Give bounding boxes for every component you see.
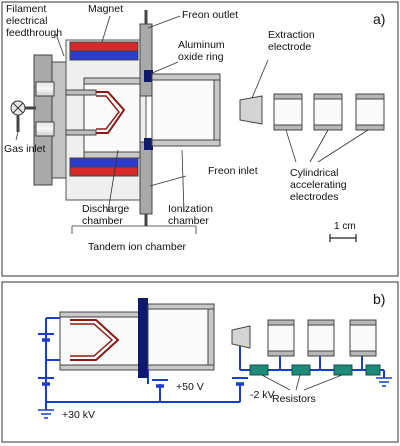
ionization-exit-wall: [213, 79, 221, 141]
ionization-chamber: [151, 73, 221, 147]
gas-valve-cross-b: [12, 102, 24, 114]
discharge-wall-top: [83, 77, 141, 85]
label-gas-inlet: Gas inlet: [4, 143, 46, 155]
panel-b-frame: [1, 281, 399, 443]
label-extraction-line-1: Extraction: [268, 29, 315, 41]
label-ionization-line-1: Ionization: [168, 203, 213, 215]
filament-rod-lower: [65, 129, 97, 136]
label-discharge-line-2: chamber: [82, 215, 123, 227]
feedthrough-lower: [35, 121, 55, 137]
b-discharge-wall-bottom: [59, 364, 143, 371]
resistor-1: [249, 364, 269, 376]
b-cylindrical-electrode-3: [349, 319, 377, 357]
b-ionization-wall-bottom: [147, 364, 215, 371]
front-flange-bottom: [139, 141, 153, 215]
b-cylindrical-electrode-1: [267, 319, 295, 357]
label-magnet: Magnet: [88, 3, 123, 15]
cylindrical-electrode-2: [313, 93, 343, 131]
panel-a-tag: a): [373, 11, 385, 27]
b-discharge-wall-top: [59, 311, 143, 318]
panel-b-tag: b): [373, 291, 385, 307]
magnet-bottom-red: [69, 166, 139, 177]
battery-2kv: [232, 377, 248, 386]
label-30kv: +30 kV: [62, 409, 95, 421]
aluminum-oxide-ring-top: [144, 70, 153, 82]
label-cylindrical-line-1: Cylindrical: [290, 167, 338, 179]
b-ionization-wall-top: [147, 303, 215, 310]
label-cylindrical-line-2: accelerating: [290, 179, 347, 191]
label-resistors: Resistors: [272, 393, 316, 405]
label-freon-inlet: Freon inlet: [208, 165, 258, 177]
ground-right-icon: [376, 377, 392, 387]
filament-rod-upper: [65, 89, 97, 96]
resistor-2: [291, 364, 311, 376]
battery-30kv-upper: [38, 333, 54, 342]
battery-50v: [152, 379, 168, 388]
magnet-top-red: [69, 41, 139, 52]
filament-wire: [96, 91, 126, 134]
label-freon-outlet: Freon outlet: [182, 9, 238, 21]
label-filament-line-3: feedthrough: [6, 27, 62, 39]
feedthrough-upper: [35, 81, 55, 97]
discharge-wall-bottom: [83, 151, 141, 159]
aluminum-oxide-ring-bottom: [144, 138, 153, 150]
label-minus-2kv: -2 kV: [250, 389, 275, 401]
scale-label: 1 cm: [334, 221, 356, 232]
ionization-wall-top: [151, 73, 221, 81]
panel-a: a): [1, 1, 399, 277]
label-cylindrical-line-3: electrodes: [290, 191, 338, 203]
resistor-leaders: [261, 374, 343, 391]
back-flange: [33, 54, 53, 186]
label-filament-line-2: electrical: [6, 15, 47, 27]
front-flange-top: [139, 23, 153, 97]
magnet-top-blue: [69, 50, 139, 61]
label-discharge-line-1: Discharge: [82, 203, 129, 215]
label-filament-line-1: Filament: [6, 3, 46, 15]
resistor-3: [333, 364, 353, 376]
panel-b: b): [1, 281, 399, 443]
label-tandem: Tandem ion chamber: [88, 241, 187, 253]
b-ionization-exit-wall: [207, 308, 215, 366]
b-aluminum-oxide-ring: [138, 298, 148, 378]
cylindrical-electrode-3: [355, 93, 385, 131]
b-extraction-electrode: [231, 325, 251, 349]
label-ionization-line-2: chamber: [168, 215, 209, 227]
label-aluminum-ring-line-2: oxide ring: [178, 51, 224, 63]
filament-wire-inner: [96, 95, 120, 130]
panel-a-frame: [1, 1, 399, 277]
cylindrical-electrode-1: [273, 93, 303, 131]
leader-lines: [15, 15, 369, 234]
magnet-bottom-blue: [69, 157, 139, 168]
ground-left-icon: [38, 409, 54, 419]
scale-bar: [329, 234, 357, 242]
label-50v: +50 V: [176, 381, 204, 393]
b-filament-wire: [70, 319, 120, 361]
b-cylindrical-electrode-2: [307, 319, 335, 357]
label-aluminum-ring-line-1: Aluminum: [178, 39, 225, 51]
label-extraction-line-2: electrode: [268, 41, 311, 53]
extraction-electrode: [239, 95, 263, 125]
b-filament-wire-inner: [70, 323, 114, 357]
b-ionization-chamber: [147, 303, 215, 371]
ionization-wall-bottom: [151, 139, 221, 147]
resistor-4: [365, 364, 381, 376]
back-flange-inner: [51, 61, 67, 179]
battery-30kv-lower: [38, 377, 54, 386]
